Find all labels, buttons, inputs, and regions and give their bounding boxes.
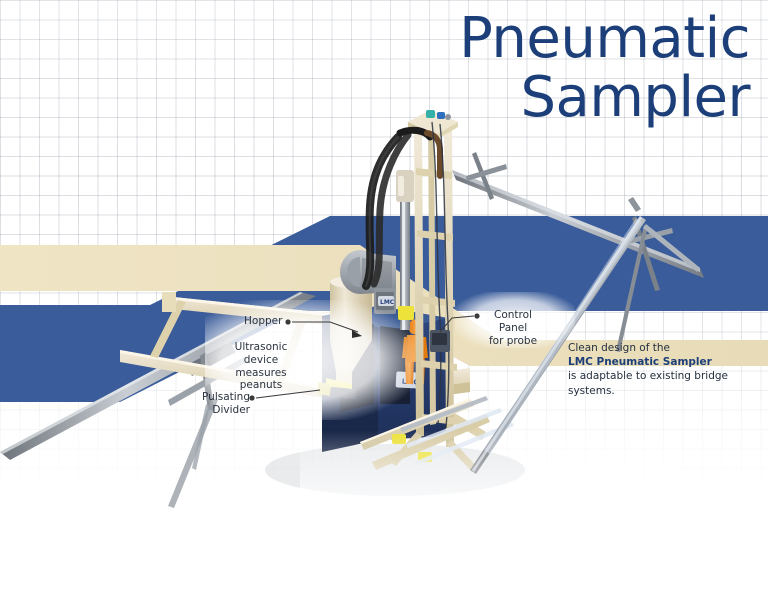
probe-tube [396, 170, 414, 330]
callout-ultrasonic-line-2: device [243, 353, 279, 366]
tower-cables [431, 121, 450, 429]
callout-pulsating-divider: Pulsating Divider [196, 391, 250, 417]
title-line-1: Pneumatic [459, 6, 750, 71]
caption-line-3: is adaptable to existing bridge systems. [568, 370, 728, 397]
page-title: Pneumatic Sampler [459, 6, 751, 130]
pneumatic-hoses [362, 126, 443, 290]
callout-ultrasonic-line-1: Ultrasonic [234, 341, 288, 353]
callout-hopper: Hopper [244, 315, 282, 328]
callout-pulsating-line-1: Pulsating [202, 391, 250, 403]
foreground-support-leg [168, 398, 218, 508]
title-line-2: Sampler [520, 64, 751, 130]
control-panel-box [430, 330, 450, 352]
caption-block: Clean design of the LMC Pneumatic Sample… [568, 341, 764, 398]
callout-control-line-1: Control Panel [494, 309, 532, 334]
top-control-gear [426, 110, 451, 120]
caption-line-1: Clean design of the [568, 342, 670, 354]
callout-control-panel: Control Panel for probe [481, 309, 545, 347]
callout-ultrasonic: Ultrasonic device measures peanuts [218, 341, 304, 392]
caption-brand: LMC Pneumatic Sampler [568, 356, 712, 369]
callout-ultrasonic-line-3: measures peanuts [235, 366, 287, 392]
callout-hopper-label: Hopper [244, 315, 283, 327]
label-backdrop-right [455, 292, 575, 348]
label-backdrop-left [205, 300, 415, 420]
callout-control-line-2: for probe [488, 334, 538, 347]
bottom-fade [300, 430, 680, 570]
callout-pulsating-line-2: Divider [212, 403, 250, 416]
